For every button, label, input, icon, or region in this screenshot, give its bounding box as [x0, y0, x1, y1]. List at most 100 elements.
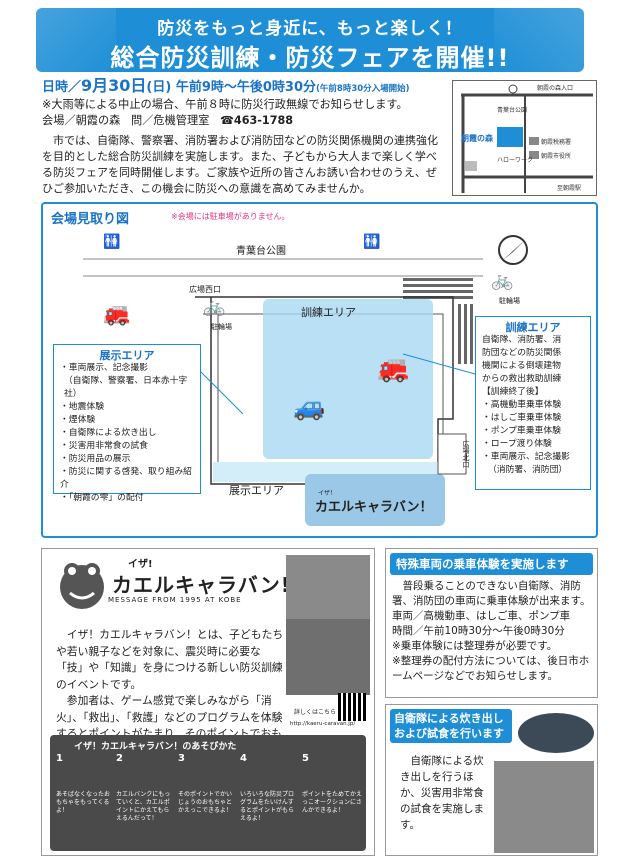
exhibit-area-callout: 展示エリア ・車両展示、記念撮影 （自衛隊、警察署、日本赤十字社） ・地震体験 …: [53, 344, 201, 503]
gate-west-label: 広場西口: [189, 285, 221, 294]
fire-truck-icon: 🚒: [103, 302, 131, 327]
location-map-graphic: [453, 81, 596, 195]
exhibit-item: ・「朝霞の雫」の配付: [60, 493, 144, 503]
parking-label-west: 駐輪場: [211, 323, 232, 331]
training-line: ・ロープ渡り体験: [482, 439, 552, 449]
qr-code[interactable]: [338, 693, 366, 721]
training-line: ・ポンプ車乗車体験: [482, 426, 561, 436]
exhibit-item: ・自衛隊による炊き出し: [60, 428, 157, 438]
vehicle-ride-section: 特殊車両の乗車体験を実施します 普段乗ることのできない自衛隊、消防署、消防団の車…: [385, 548, 598, 698]
map-label-tax-office: 朝霞税務署: [541, 139, 572, 146]
exhibit-item: ・地震体験: [60, 402, 104, 412]
training-line: ・高機動車乗車体験: [482, 400, 562, 410]
training-area-label: 訓練エリア: [301, 306, 356, 319]
training-line: 【訓練終了後】: [482, 387, 544, 397]
venue-map: 会場見取り図 ※会場には駐車場がありません。 🚻 🚻 青葉台公園 広場西口 🚲 …: [41, 202, 598, 538]
map-label-station: 至朝霞駅: [557, 185, 582, 192]
exhibit-item: ・車両展示、記念撮影: [60, 363, 148, 373]
caravan-para-1: イザ！カエルキャラバン！とは、子どもたちや若い親子などを対象に、震災時に必要な「…: [56, 628, 284, 691]
frog-logo-icon: [60, 563, 104, 609]
caravan-photo-people: [286, 619, 370, 695]
qr-label: 詳しくはこちら: [294, 709, 337, 716]
gate-north-label: 広場北口: [462, 440, 470, 468]
exhibit-callout-title: 展示エリア: [99, 349, 155, 362]
caravan-section: イザ! カエルキャラバン! MESSAGE FROM 1995 AT KOBE …: [41, 548, 375, 856]
event-time: 午前9時〜午後0時30分: [175, 80, 317, 95]
training-line: （消防署、消防団）: [488, 465, 568, 475]
date-line: 日時／9月30日(日) 午前9時〜午後0時30分(午前8時30分入場開始): [42, 78, 442, 97]
venue-map-title: 会場見取り図: [51, 212, 130, 227]
howto-panel: イザ！カエルキャラバン！のあそびかた 1 あそばなくなったおもちゃをもってくるよ…: [50, 735, 366, 851]
vehicle-time: 時間／午前10時30分〜午後0時30分: [392, 625, 565, 637]
exhibit-item: ・防災用品の展示: [60, 454, 131, 464]
howto-title: イザ！カエルキャラバン！のあそびかた: [74, 742, 237, 752]
park-label: 青葉台公園: [236, 246, 286, 257]
field-meal-body: 自衛隊による炊き出しを行うほか、災害用非常食の試食を実施します。: [400, 755, 484, 831]
field-meal-title: 自衛隊による炊き出しおよび試食を行います: [390, 709, 512, 743]
caravan-izza: イザ!: [128, 559, 153, 570]
vehicle-ride-body: 普段乗ることのできない自衛隊、消防署、消防団の車両に乗車体験が出来ます。 車両／…: [386, 579, 597, 684]
event-date: 9月30日: [81, 76, 147, 95]
header-banner: 防災をもっと身近に、もっと楽しく！ 総合防災訓練・防災フェアを開催!!: [36, 8, 584, 72]
location-map: 朝霞の森入口 青葉台公園 朝霞の森 朝霞税務署 朝霞市役所 ハローワーク 至朝霞…: [452, 80, 597, 196]
bicycle-icon: 🚲: [203, 296, 226, 317]
caravan-sign-prefix: イザ！: [318, 490, 337, 497]
caravan-message: MESSAGE FROM 1995 AT KOBE: [108, 596, 242, 604]
training-callout-title: 訓練エリア: [505, 321, 561, 334]
venue-contact-line: 会場／朝霞の森 問／危機管理室 ☎463-1788: [42, 113, 442, 129]
vehicle-note-2: ※整理券の配付方法については、後日市ホームページなどでお知らせします。: [392, 655, 590, 682]
training-line: からの救出救助訓練: [482, 374, 562, 384]
contact-phone: ☎463-1788: [220, 114, 294, 127]
vehicle-note-1: ※乗車体験には整理券が必要です。: [392, 640, 558, 652]
intro-paragraph: 市では、自衛隊、警察署、消防署および消防団などの防災関係機関の連携強化を目的とし…: [42, 134, 438, 195]
date-label: 日時／: [42, 80, 82, 95]
entry-time-note: (午前8時30分入場開始): [316, 84, 410, 94]
caravan-description: イザ！カエルキャラバン！とは、子どもたちや若い親子などを対象に、震災時に必要な「…: [56, 627, 284, 759]
training-line: ・車両展示、記念撮影: [482, 452, 570, 462]
bicycle-icon: 🚲: [491, 270, 514, 291]
training-line: 防団などの防災関係: [482, 348, 562, 358]
howto-step: 3 そのポイントでかいじょうのおもちゃとかえっこできるよ！: [178, 753, 233, 815]
venue-map-note: ※会場には駐車場がありません。: [171, 212, 290, 221]
howto-step: 2 カエルバンクにもっていくと、カエルポイントにかえてもらえるんだって！: [116, 753, 171, 823]
vehicle-list: 車両／高機動車、はしご車、ポンプ車: [392, 610, 571, 622]
map-label-entrance: 朝霞の森入口: [537, 85, 574, 92]
vehicle-ride-title: 特殊車両の乗車体験を実施します: [390, 553, 593, 575]
caravan-logo-text: カエルキャラバン!: [112, 573, 291, 597]
qr-url[interactable]: http://kaeru-caravan.jp/: [290, 721, 356, 727]
exhibit-item: ・防災に関する啓発、取り組み紹介: [60, 467, 192, 490]
food-photo: [518, 713, 594, 753]
event-weekday: (日): [146, 80, 172, 95]
map-label-asaka-forest: 朝霞の森: [461, 134, 493, 143]
contact-org: 問／危機管理室: [131, 114, 210, 127]
rain-note: ※大雨等による中止の場合、午前８時に防災行政無線でお知らせします。: [42, 98, 408, 111]
training-line: ・はしご車乗車体験: [482, 413, 562, 423]
venue-text: 会場／朝霞の森: [42, 114, 121, 127]
cooking-photo: [494, 761, 594, 853]
map-label-city-hall: 朝霞市役所: [541, 153, 572, 160]
exhibit-item: （自衛隊、警察署、日本赤十字社）: [64, 376, 188, 399]
parking-label-east: 駐輪場: [499, 297, 520, 305]
event-info: 日時／9月30日(日) 午前9時〜午後0時30分(午前8時30分入場開始) ※大…: [42, 78, 442, 129]
exhibit-area-label: 展示エリア: [229, 484, 284, 497]
exhibit-item: ・煙体験: [60, 415, 96, 425]
ladder-truck-icon: 🚒: [377, 354, 410, 384]
howto-step: 4 いろいろな防災プログラムをたいけんするとポイントがもらえるよ！: [240, 753, 295, 823]
vehicle-intro: 普段乗ることのできない自衛隊、消防署、消防団の車両に乗車体験が出来ます。: [392, 580, 591, 607]
howto-step: 5 ポイントをためてかえっこオークションにさんかできるよ！: [302, 753, 363, 815]
restroom-icon: 🚻: [103, 234, 121, 250]
training-line: 自衛隊、消防署、消: [482, 335, 562, 345]
restroom-icon: 🚻: [363, 234, 381, 250]
venue-map-graphic: [83, 235, 528, 526]
map-label-aobadai-park: 青葉台公園: [497, 107, 528, 114]
page-title: 総合防災訓練・防災フェアを開催!!: [110, 44, 510, 72]
training-line: 機関による倒壊建物: [482, 361, 561, 371]
exhibit-item: ・災害用非常食の試食: [60, 441, 148, 451]
training-area-callout: 訓練エリア 自衛隊、消防署、消 防団などの防災関係 機関による倒壊建物 からの救…: [475, 316, 591, 490]
map-label-hellowork: ハローワーク: [497, 157, 534, 164]
page-subtitle: 防災をもっと身近に、もっと楽しく！: [157, 19, 463, 39]
military-vehicle-icon: 🚙: [293, 392, 326, 422]
caravan-sign: カエルキャラバン！: [315, 500, 433, 515]
field-meal-section: 自衛隊による炊き出しおよび試食を行います 自衛隊による炊き出しを行うほか、災害用…: [385, 704, 598, 856]
howto-step: 1 あそばなくなったおもちゃをもってくるよ！: [56, 753, 111, 815]
